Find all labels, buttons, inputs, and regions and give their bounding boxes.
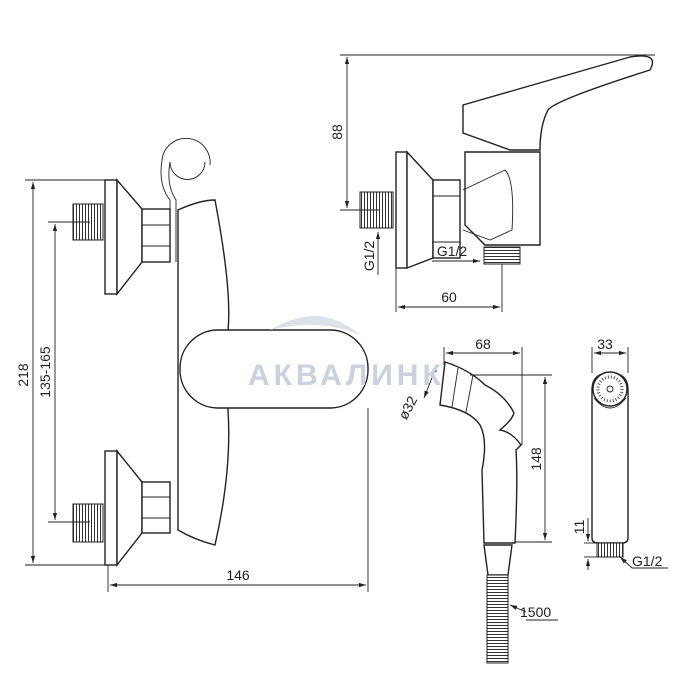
hose bbox=[486, 574, 509, 664]
watermark-wave-icon bbox=[270, 316, 360, 335]
lower-thread bbox=[72, 503, 104, 543]
upper-nut bbox=[141, 208, 171, 263]
hand-shower-side-dimensions: 33 11 G1/2 bbox=[571, 336, 668, 570]
dim-depth-60: 60 bbox=[441, 289, 457, 305]
side-thread bbox=[596, 542, 624, 558]
watermark: АКВАЛИНК bbox=[248, 316, 445, 392]
side-body bbox=[464, 151, 541, 246]
side-view-dimensions: 88 G1/2 G1/2 60 bbox=[329, 54, 655, 312]
dim-width-68: 68 bbox=[475, 336, 491, 352]
dim-length-148: 148 bbox=[528, 447, 544, 471]
dim-spacing: 135-165 bbox=[37, 346, 53, 398]
side-thread-label: G1/2 bbox=[632, 553, 663, 569]
dim-thread-11: 11 bbox=[571, 520, 587, 535]
hand-shower-dimensions: 68 ø32 148 1500 bbox=[395, 336, 558, 621]
hand-shower-body bbox=[439, 361, 522, 544]
mixer-lever bbox=[179, 329, 369, 409]
dim-depth-146: 146 bbox=[226, 567, 250, 583]
hook-holder bbox=[160, 137, 211, 262]
side-lever bbox=[462, 55, 654, 151]
dim-height-88: 88 bbox=[329, 124, 345, 140]
dim-width-33: 33 bbox=[597, 336, 613, 352]
dim-diameter-32: ø32 bbox=[395, 393, 421, 422]
dim-height-218: 218 bbox=[15, 363, 31, 387]
watermark-text: АКВАЛИНК bbox=[248, 359, 445, 392]
front-view-mixer bbox=[72, 137, 369, 568]
outlet-thread-label: G1/2 bbox=[437, 243, 468, 259]
front-view-dimensions: 218 135-165 146 bbox=[15, 179, 369, 592]
inlet-thread-label: G1/2 bbox=[361, 241, 377, 272]
dim-hose-1500: 1500 bbox=[520, 604, 551, 620]
hand-shower-side-view bbox=[591, 371, 629, 558]
side-view-mixer bbox=[359, 55, 654, 270]
hand-shower bbox=[439, 361, 522, 664]
lower-nut bbox=[141, 481, 171, 534]
hose-connector bbox=[483, 544, 513, 576]
side-outlet-thread bbox=[483, 246, 521, 265]
